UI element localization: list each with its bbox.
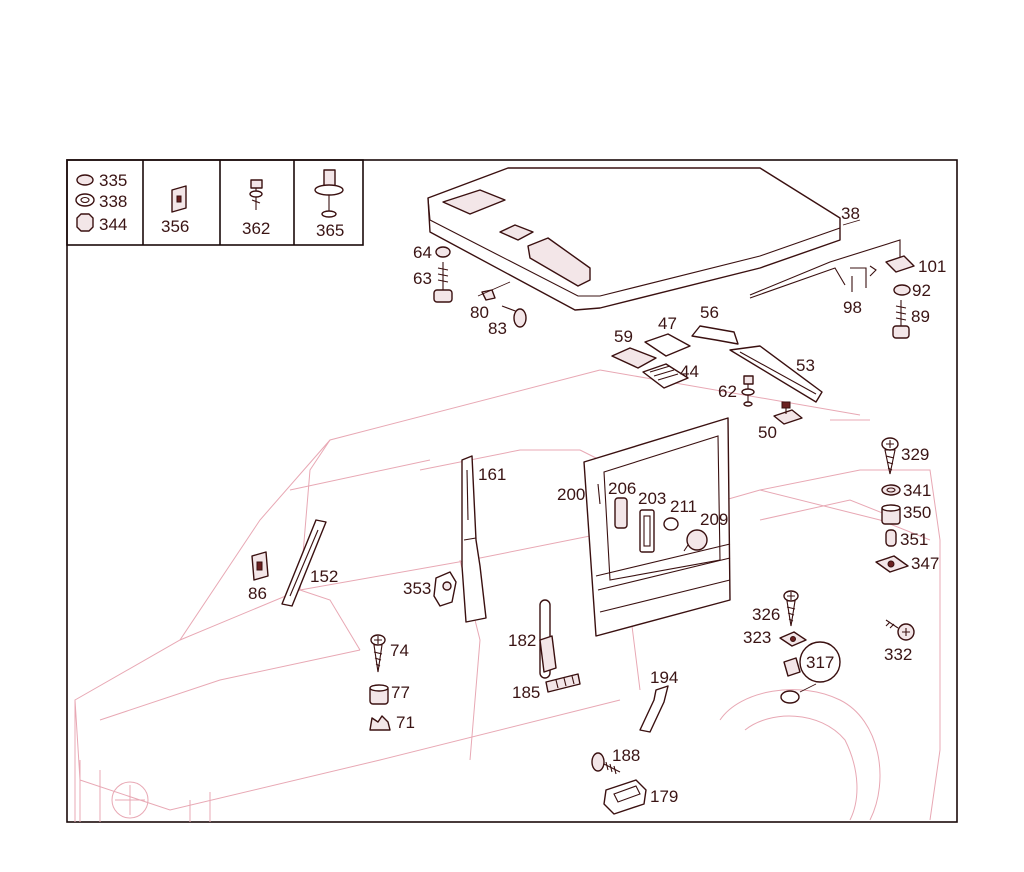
label-211: 211	[670, 497, 697, 516]
spacer-77-icon	[369, 684, 389, 705]
label-62: 62	[718, 382, 737, 401]
legend-label-338: 338	[99, 192, 127, 211]
label-101: 101	[918, 257, 946, 276]
label-194: 194	[650, 668, 678, 687]
washer-icon	[76, 174, 94, 186]
label-179: 179	[650, 787, 678, 806]
roof-panel	[427, 167, 901, 311]
sleeve-351-icon	[885, 529, 897, 547]
label-92: 92	[912, 281, 931, 300]
legend-label-335: 335	[99, 171, 127, 190]
label-161: 161	[478, 465, 506, 484]
label-38: 38	[841, 204, 860, 223]
label-209: 209	[700, 510, 728, 529]
ring-washer-icon	[75, 193, 95, 207]
screw-83-icon	[501, 305, 527, 328]
label-89: 89	[911, 307, 930, 326]
screw-62-icon	[741, 375, 755, 407]
washer-92-icon	[893, 284, 911, 296]
label-206: 206	[608, 479, 636, 498]
label-86: 86	[248, 584, 267, 603]
pad-44-icon	[642, 363, 689, 389]
label-56: 56	[700, 303, 719, 322]
label-188: 188	[612, 746, 640, 765]
side-panel	[583, 417, 731, 637]
screw-326-icon	[783, 590, 799, 627]
clip-71-icon	[369, 715, 391, 731]
pad-47-icon	[644, 333, 691, 357]
diagram-frame	[66, 159, 958, 823]
screw-329-icon	[881, 437, 899, 475]
handle-182-icon	[539, 599, 557, 679]
bracket-194-icon	[639, 685, 669, 733]
screw-89-icon	[892, 300, 910, 339]
label-203: 203	[638, 489, 666, 508]
tray-179-icon	[603, 779, 647, 815]
label-83: 83	[488, 319, 507, 338]
trim-56-icon	[691, 325, 739, 345]
label-200: 200	[557, 485, 585, 504]
hook-98-icon	[850, 267, 867, 292]
bolt-332-icon	[885, 619, 915, 641]
label-77: 77	[391, 683, 410, 702]
latch-353-icon	[433, 571, 457, 607]
pad-59-icon	[611, 347, 657, 369]
label-351: 351	[900, 530, 928, 549]
label-44: 44	[680, 362, 699, 381]
label-74: 74	[390, 641, 409, 660]
screw-icon	[249, 179, 263, 210]
label-53: 53	[796, 356, 815, 375]
label-317: 317	[806, 653, 834, 672]
label-71: 71	[396, 713, 415, 732]
legend-label-356: 356	[161, 217, 189, 236]
bolt-washer-icon	[314, 169, 344, 218]
label-47: 47	[658, 314, 677, 333]
legend-label-365: 365	[316, 221, 344, 240]
clip-101-icon	[885, 255, 915, 273]
label-63: 63	[413, 269, 432, 288]
screw-74-icon	[370, 634, 386, 673]
vehicle-outline	[74, 369, 941, 822]
legend-label-344: 344	[99, 215, 127, 234]
nut-plate-50-icon	[773, 401, 803, 425]
washer-64-icon	[435, 246, 451, 258]
label-64: 64	[413, 243, 432, 262]
legend-label-362: 362	[242, 219, 270, 238]
plug-317-icon	[780, 641, 841, 704]
nut-icon	[76, 213, 94, 232]
label-323: 323	[743, 628, 771, 647]
label-332: 332	[884, 645, 912, 664]
pillar-trim-161	[461, 455, 487, 623]
label-152: 152	[310, 567, 338, 586]
label-185: 185	[512, 683, 540, 702]
bolt-188-icon	[591, 752, 621, 775]
nut-347-icon	[875, 555, 909, 573]
label-326: 326	[752, 605, 780, 624]
spacer-350-icon	[881, 504, 901, 525]
label-59: 59	[614, 327, 633, 346]
label-350: 350	[903, 503, 931, 522]
label-329: 329	[901, 445, 929, 464]
label-50: 50	[758, 423, 777, 442]
label-341: 341	[903, 481, 931, 500]
label-353: 353	[403, 579, 431, 598]
strip-53-icon	[729, 345, 823, 403]
legend-box: 335 338 344 356 362 365	[66, 159, 364, 246]
washer-341-icon	[881, 484, 901, 496]
screw-63-icon	[433, 262, 453, 303]
label-347: 347	[911, 554, 939, 573]
label-182: 182	[508, 631, 536, 650]
bracket-185-icon	[545, 673, 581, 693]
label-80: 80	[470, 303, 489, 322]
label-98: 98	[843, 298, 862, 317]
